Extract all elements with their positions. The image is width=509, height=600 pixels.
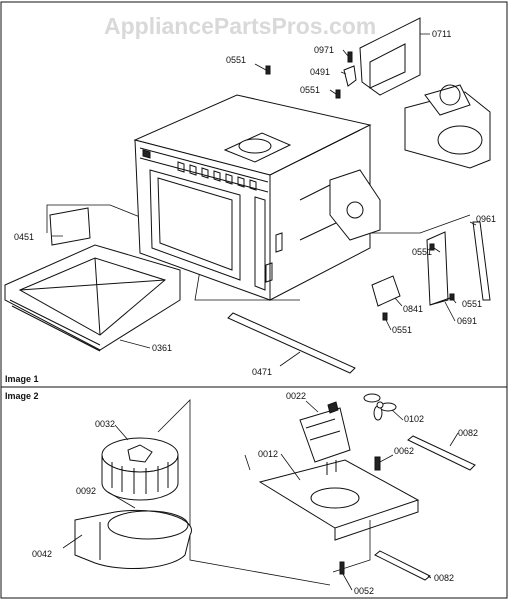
part-0961-rail [472, 221, 491, 301]
blower-housing [404, 91, 491, 169]
blower-opening [437, 125, 483, 155]
base-plate-top [258, 459, 420, 529]
label-0062: 0062 [394, 446, 414, 456]
cabinet-trim [139, 147, 269, 193]
part-0102-fan-blade [363, 393, 397, 421]
blower-fan [439, 84, 461, 106]
base-plate-hole [310, 487, 360, 509]
label-0082-b: 0082 [434, 573, 454, 583]
part-0052-screw [339, 561, 345, 575]
control-panel-keys [177, 161, 257, 191]
panel-title-image-2: Image 2 [5, 391, 39, 401]
label-0102: 0102 [404, 414, 424, 424]
leader-lines-image-2 [62, 400, 459, 591]
wheel-hub [127, 444, 153, 463]
fan-blade-a [363, 393, 381, 403]
label-0491: 0491 [310, 67, 330, 77]
part-0062-screw [374, 456, 381, 471]
part-0551-screw-b [335, 89, 341, 99]
label-0551-d: 0551 [392, 325, 412, 335]
motor-shaft [326, 460, 337, 475]
part-0451-panel [49, 207, 91, 246]
label-0471: 0471 [252, 367, 272, 377]
motor-detail [305, 418, 341, 441]
hinge-brackets [265, 232, 283, 283]
part-0551-screw-e [449, 293, 455, 301]
housing-shell [74, 509, 192, 570]
connection-lines [157, 399, 371, 586]
label-0052: 0052 [354, 586, 374, 596]
cabinet-logo [142, 149, 151, 159]
tray-cross [19, 257, 166, 336]
label-0961: 0961 [476, 214, 496, 224]
label-0032: 0032 [95, 419, 115, 429]
cabinet-front [134, 139, 271, 301]
cabinet-window [157, 177, 233, 271]
label-0551-e: 0551 [462, 299, 482, 309]
tray-vent-edge [9, 299, 101, 352]
part-0032-blower-wheel [101, 437, 179, 501]
label-0092: 0092 [76, 486, 96, 496]
label-0551-b: 0551 [300, 85, 320, 95]
part-0691-bracket [426, 231, 449, 306]
part-0361-tray [4, 244, 181, 352]
part-0691-foot [429, 297, 451, 306]
part-0971-screw [347, 51, 353, 63]
part-0022-motor [299, 401, 351, 475]
part-0471-strip [227, 312, 356, 374]
blower-motor [424, 84, 471, 116]
label-0971: 0971 [314, 45, 334, 55]
part-0012-base-plate [258, 459, 420, 541]
housing-opening [107, 510, 189, 540]
part-0551-screw-a [265, 65, 271, 75]
label-0042: 0042 [32, 549, 52, 559]
base-plate-edge [334, 500, 419, 541]
motor-terminal [327, 401, 339, 414]
part-0551-screw-c [429, 243, 435, 251]
side-component [329, 169, 381, 241]
wheel-body [101, 454, 179, 501]
part-0042-housing [74, 509, 192, 570]
label-0551-c: 0551 [412, 247, 432, 257]
side-component-ring [346, 201, 364, 219]
part-0082-strip-b [374, 550, 431, 581]
label-0711: 0711 [432, 29, 451, 39]
label-0691: 0691 [457, 316, 477, 326]
label-0451: 0451 [14, 232, 34, 242]
label-0551-a: 0551 [226, 55, 246, 65]
part-0551-screw-d [382, 312, 388, 321]
label-0361: 0361 [152, 343, 172, 353]
leader-lines-image-1 [52, 33, 477, 367]
cabinet-door-opening [149, 169, 241, 281]
label-0012: 0012 [258, 449, 278, 459]
microwave-cabinet [133, 94, 381, 301]
label-0841: 0841 [403, 304, 423, 314]
part-0491-bracket [343, 65, 357, 87]
image-1-exploded-view: 0711 0971 0491 0551 0551 0451 0961 0551 … [4, 17, 496, 377]
part-0711-slot [369, 43, 406, 89]
blower-assembly-small [404, 84, 491, 169]
panel-title-image-1: Image 1 [5, 374, 39, 384]
wheel-blades [111, 462, 169, 494]
label-0082-a: 0082 [458, 428, 478, 438]
tray-body [4, 244, 181, 351]
stirrer-cover [238, 138, 272, 154]
door-latch-strip [254, 196, 266, 291]
label-0022: 0022 [286, 391, 306, 401]
fan-hub [376, 401, 384, 409]
watermark: AppliancePartsPros.com [104, 13, 376, 39]
part-0841-bracket [371, 275, 401, 307]
part-0711-plate [359, 17, 421, 96]
image-2-exploded-view: 0022 0102 0082 0032 0012 0062 0092 0042 … [32, 391, 478, 596]
part-0082-strip-a [407, 435, 476, 471]
